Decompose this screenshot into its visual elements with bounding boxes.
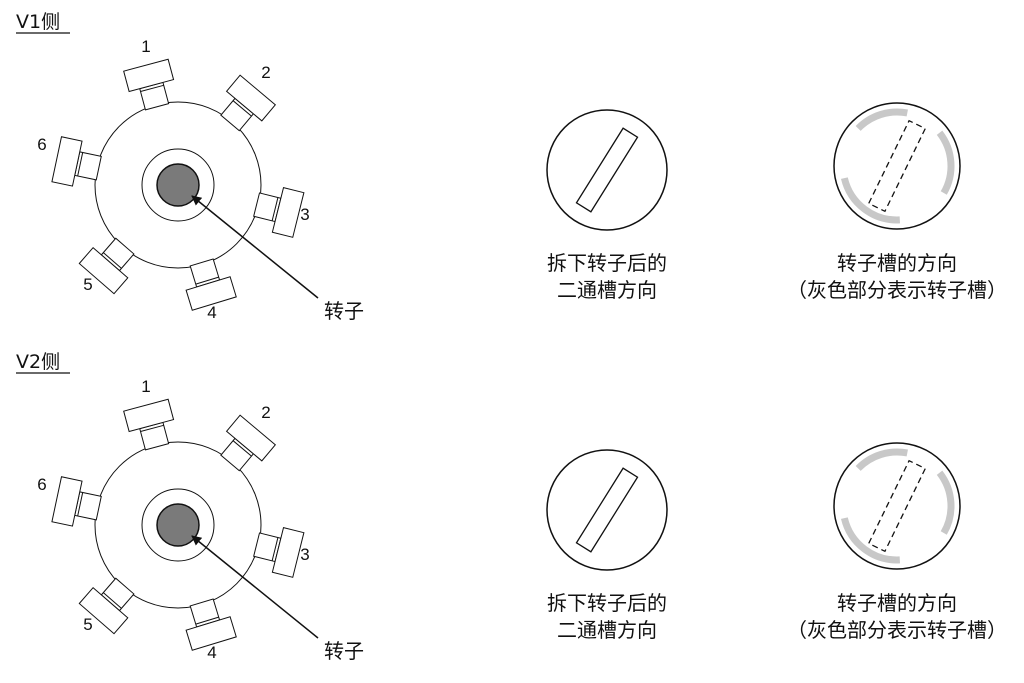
- port-number-3: 3: [300, 205, 309, 224]
- inner-ring: [141, 148, 215, 222]
- rotor-arrow: [191, 535, 319, 639]
- right-caption-line1: 转子槽的方向: [837, 251, 957, 275]
- port-4: [185, 598, 237, 651]
- section-title: V2侧: [16, 351, 60, 373]
- port-number-5: 5: [83, 615, 92, 634]
- port-1: [123, 58, 175, 111]
- port-number-1: 1: [141, 37, 150, 56]
- rotor-slot-arc-2: [936, 470, 955, 535]
- rotor-slot-circle: [833, 442, 961, 570]
- left-caption-line2: 二通槽方向: [557, 278, 657, 302]
- rotor: [156, 503, 200, 547]
- port-number-5: 5: [83, 275, 92, 294]
- rotor-slot-arc-2: [936, 130, 955, 195]
- section-title: V1侧: [16, 11, 60, 33]
- rotor-slot-arc-3: [840, 177, 901, 224]
- inner-ring: [141, 488, 215, 562]
- rotor-slot-arc-1: [855, 108, 908, 132]
- two-way-slot: [575, 467, 639, 553]
- port-number-2: 2: [261, 403, 270, 422]
- port-number-3: 3: [300, 545, 309, 564]
- port-6: [51, 476, 102, 527]
- rotor-label: 转子: [324, 299, 364, 323]
- rotor-slot-circle: [833, 102, 961, 230]
- right-caption-line2: （灰色部分表示转子槽）: [787, 618, 1007, 642]
- rotor: [156, 163, 200, 207]
- port-number-4: 4: [207, 643, 216, 662]
- rotor-arrow: [191, 195, 319, 299]
- port-3: [253, 526, 305, 578]
- right-caption-line2: （灰色部分表示转子槽）: [787, 278, 1007, 302]
- port-5: [78, 237, 135, 295]
- two-way-slot-dashed: [867, 459, 927, 553]
- left-caption-line1: 拆下转子后的: [547, 591, 667, 615]
- port-1: [123, 398, 175, 451]
- right-caption-line1: 转子槽的方向: [837, 591, 957, 615]
- port-4: [185, 258, 237, 311]
- port-number-4: 4: [207, 303, 216, 322]
- port-2: [220, 414, 277, 472]
- port-number-6: 6: [37, 475, 46, 494]
- left-caption-line1: 拆下转子后的: [547, 251, 667, 275]
- two-way-slot: [575, 127, 639, 213]
- port-6: [51, 136, 102, 187]
- port-number-1: 1: [141, 377, 150, 396]
- rotor-slot-arc-1: [855, 448, 908, 472]
- left-caption-line2: 二通槽方向: [557, 618, 657, 642]
- two-way-slot-dashed: [867, 119, 927, 213]
- rotor-slot-arc-3: [840, 517, 901, 564]
- port-3: [253, 186, 305, 238]
- port-2: [220, 74, 277, 132]
- rotor-label: 转子: [324, 639, 364, 663]
- port-number-2: 2: [261, 63, 270, 82]
- port-number-6: 6: [37, 135, 46, 154]
- port-5: [78, 577, 135, 635]
